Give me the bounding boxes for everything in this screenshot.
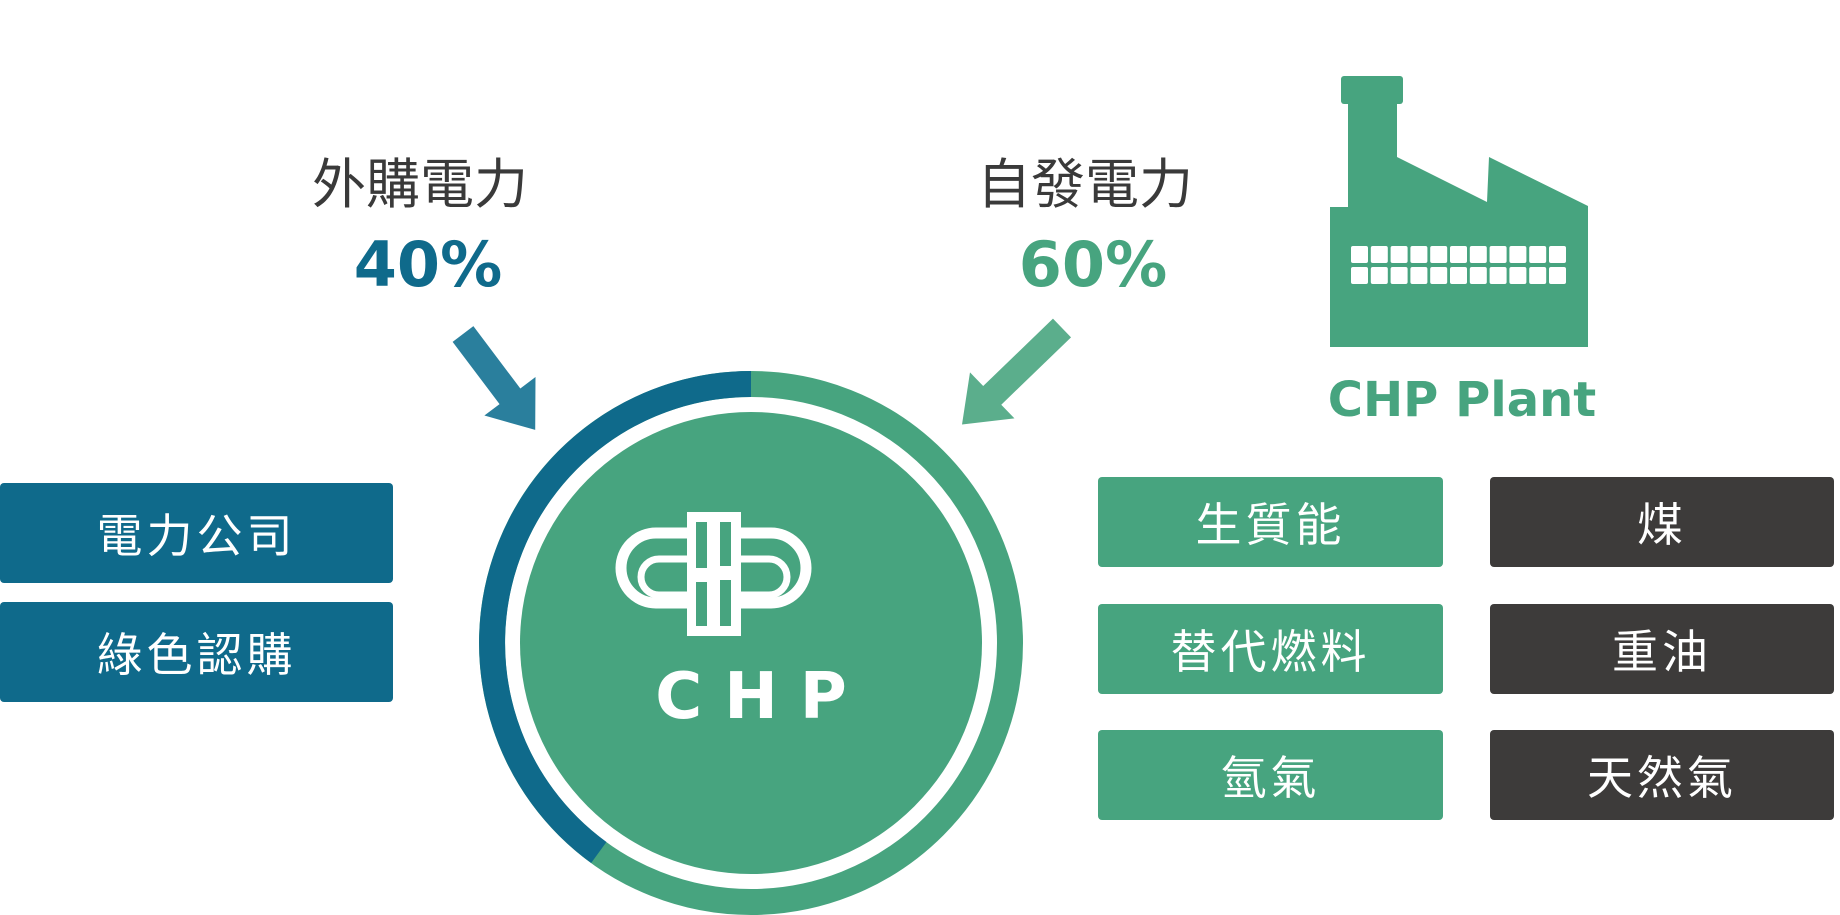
factory-window (1390, 246, 1408, 263)
purchased-arrow-icon (452, 326, 536, 430)
factory-window (1351, 267, 1368, 284)
self-generated-percent: 60% (1018, 228, 1168, 301)
center-disk (520, 412, 982, 874)
fuel-heavy-oil: 重油 (1490, 604, 1834, 694)
factory-window (1549, 246, 1566, 263)
factory-window (1469, 246, 1487, 263)
source-power-company: 電力公司 (0, 483, 393, 583)
purchased-label: 外購電力 (312, 153, 528, 216)
fuel-natural-gas: 天然氣 (1490, 730, 1834, 820)
factory-icon (1330, 76, 1588, 347)
factory-window (1509, 246, 1527, 263)
fuel-alternative: 替代燃料 (1098, 604, 1443, 694)
factory-window (1469, 267, 1487, 284)
chp-center-label: CHP (655, 660, 869, 734)
purchased-percent: 40% (353, 228, 503, 301)
factory-window (1489, 246, 1507, 263)
factory-window (1450, 267, 1467, 284)
factory-window (1489, 267, 1507, 284)
factory-window (1430, 267, 1448, 284)
fuel-hydrogen: 氫氣 (1098, 730, 1443, 820)
source-green-purchase: 綠色認購 (0, 602, 393, 702)
self-generated-arrow-icon (962, 318, 1072, 425)
fuel-biomass: 生質能 (1098, 477, 1443, 567)
factory-window (1430, 246, 1448, 263)
fuel-coal: 煤 (1490, 477, 1834, 567)
factory-window (1529, 267, 1547, 284)
factory-window (1390, 267, 1408, 284)
purchased-ring-arc (479, 371, 752, 864)
factory-window (1370, 267, 1388, 284)
factory-window (1529, 246, 1547, 263)
self-generated-label: 自發電力 (977, 153, 1193, 216)
factory-window (1410, 267, 1428, 284)
factory-window (1450, 246, 1467, 263)
factory-window (1351, 246, 1368, 263)
factory-window (1370, 246, 1388, 263)
factory-window (1410, 246, 1428, 263)
factory-window (1509, 267, 1527, 284)
chp-plant-label: CHP Plant (1327, 372, 1597, 428)
factory-window (1549, 267, 1566, 284)
chp-logo-icon (615, 512, 812, 636)
